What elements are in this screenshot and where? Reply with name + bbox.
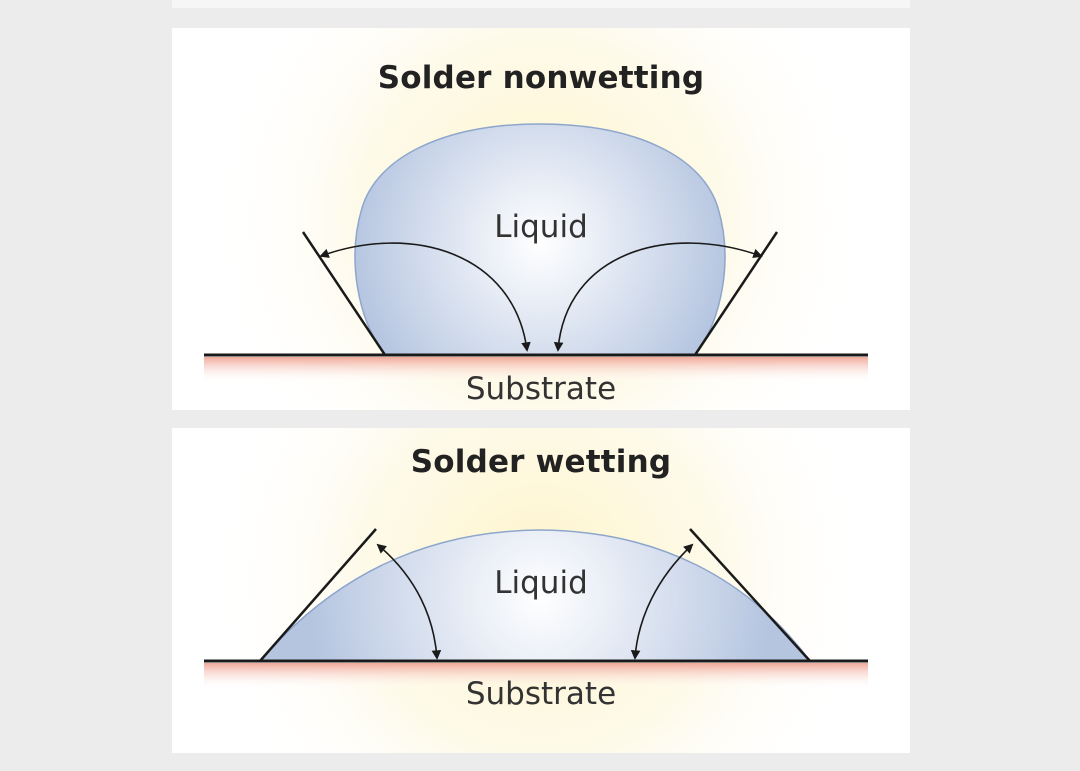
- substrate-label: Substrate: [465, 676, 617, 712]
- left-contact-angle-arrow: [376, 543, 442, 660]
- top-strip: [172, 0, 910, 8]
- panel-title: Solder wetting: [410, 444, 672, 480]
- substrate-label: Substrate: [465, 371, 617, 407]
- wetting-panel: Solder wetting Liquid Substrate: [172, 428, 910, 753]
- liquid-label: Liquid: [494, 209, 588, 245]
- right-contact-angle-arrow: [630, 543, 694, 660]
- left-tangent-line: [259, 528, 377, 662]
- right-tangent-line: [689, 528, 811, 662]
- liquid-label: Liquid: [494, 565, 588, 601]
- panel-title: Solder nonwetting: [377, 60, 705, 96]
- substrate-glow: [204, 357, 868, 383]
- left-contact-angle-arrow: [319, 242, 531, 352]
- nonwetting-panel: Solder nonwetting Liquid Substrate: [172, 28, 910, 410]
- substrate-glow: [204, 663, 868, 689]
- nonwetting-diagram: [172, 28, 910, 410]
- wetting-diagram: [172, 428, 910, 753]
- right-contact-angle-arrow: [553, 242, 763, 352]
